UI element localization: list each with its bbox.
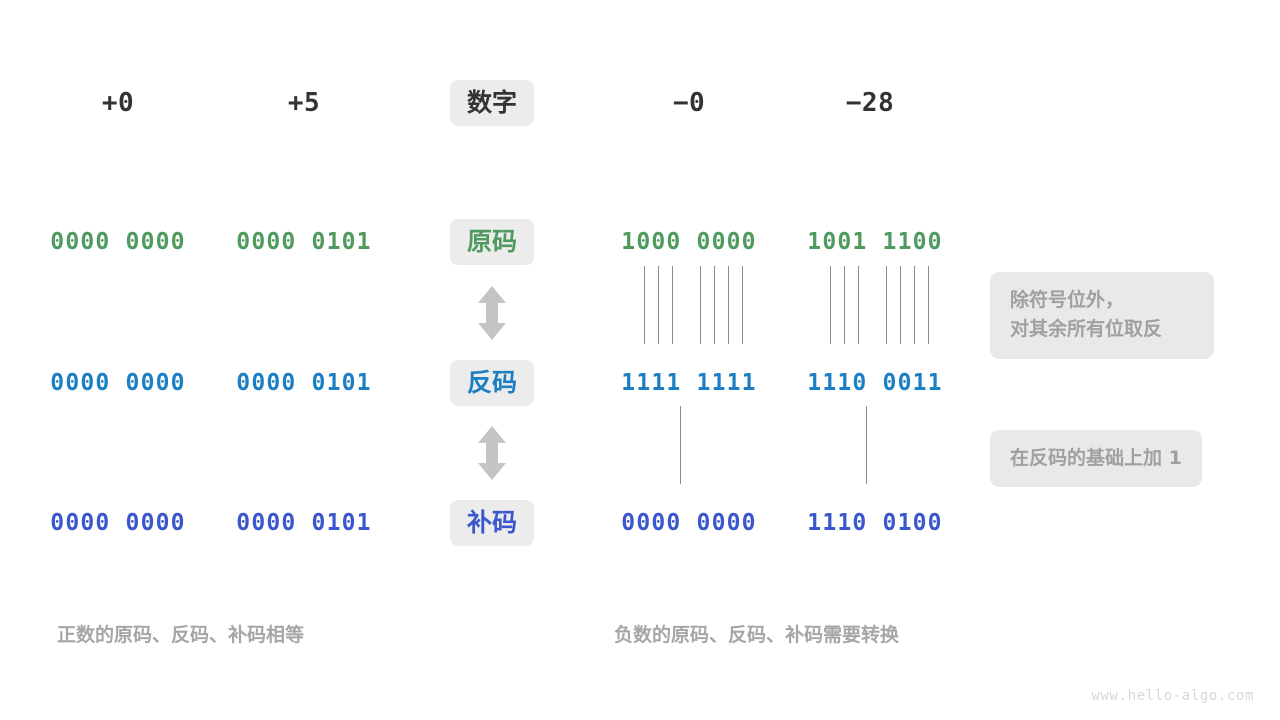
value-ones-complement-plus-zero: 0000 0000 xyxy=(50,370,186,396)
header-number-plus-five: +5 xyxy=(287,88,321,118)
value-sign-magnitude-plus-five: 0000 0101 xyxy=(236,229,372,255)
header-number-plus-zero: +0 xyxy=(101,88,135,118)
value-twos-complement-minus-twentyeight: 1110 0100 xyxy=(807,510,943,536)
value-sign-magnitude-minus-zero: 1000 0000 xyxy=(621,229,757,255)
caption-negative-numbers: 负数的原码、反码、补码需要转换 xyxy=(614,624,900,646)
value-sign-magnitude-minus-twentyeight: 1001 1100 xyxy=(807,229,943,255)
header-number-minus-twentyeight: −28 xyxy=(845,88,895,118)
header-number-minus-zero: −0 xyxy=(672,88,706,118)
connector-lines-minus-zero-invert xyxy=(619,266,759,344)
header-badge-number: 数字 xyxy=(449,80,535,126)
row-badge-sign-magnitude: 原码 xyxy=(449,219,535,265)
note-add-one-to-ones-complement: 在反码的基础上加 1 xyxy=(990,430,1202,488)
connector-lines-minus-zero-add-one xyxy=(619,406,759,484)
value-ones-complement-minus-twentyeight: 1110 0011 xyxy=(807,370,943,396)
site-watermark: www.hello-algo.com xyxy=(1091,688,1254,704)
value-twos-complement-minus-zero: 0000 0000 xyxy=(621,510,757,536)
double-arrow-vertical-icon-upper xyxy=(475,284,509,342)
value-twos-complement-plus-five: 0000 0101 xyxy=(236,510,372,536)
row-badge-twos-complement: 补码 xyxy=(449,500,535,546)
value-twos-complement-plus-zero: 0000 0000 xyxy=(50,510,186,536)
connector-lines-minus-twentyeight-add-one xyxy=(805,406,945,484)
note-invert-non-sign-bits: 除符号位外， 对其余所有位取反 xyxy=(990,272,1214,359)
connector-lines-minus-twentyeight-invert xyxy=(805,266,945,344)
value-ones-complement-plus-five: 0000 0101 xyxy=(236,370,372,396)
caption-positive-numbers: 正数的原码、反码、补码相等 xyxy=(57,624,305,646)
double-arrow-vertical-icon-lower xyxy=(475,424,509,482)
value-sign-magnitude-plus-zero: 0000 0000 xyxy=(50,229,186,255)
row-badge-ones-complement: 反码 xyxy=(449,360,535,406)
value-ones-complement-minus-zero: 1111 1111 xyxy=(621,370,757,396)
